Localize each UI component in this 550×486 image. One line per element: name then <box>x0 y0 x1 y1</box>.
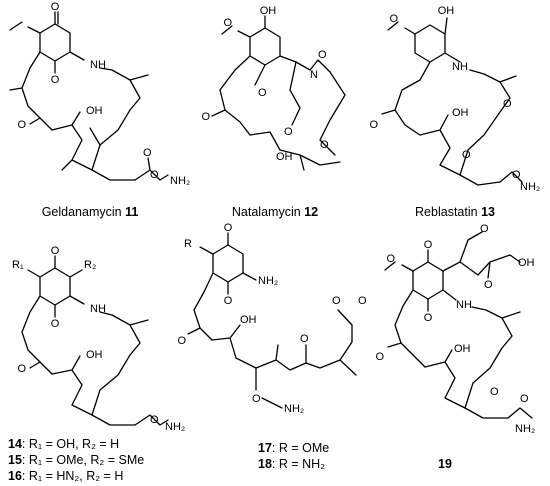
atom-label: O <box>224 222 233 234</box>
variant-text: : R = OMe <box>272 441 329 455</box>
compound-number: 11 <box>125 205 138 219</box>
atom-label: O <box>51 318 60 330</box>
atom-label: O <box>284 126 293 138</box>
structure-geldanamycin <box>9 11 169 181</box>
variant-15: 15: R₁ = OMe, R₂ = SMe <box>8 453 144 467</box>
caption-geldanamycin: Geldanamycin 11 <box>42 205 139 219</box>
atom-label: OH <box>452 107 469 119</box>
atom-label: O <box>389 13 398 25</box>
atom-label: O <box>512 169 521 181</box>
atom-label: O <box>318 49 327 61</box>
variant-text: : R₁ = HN₂, R₂ = H <box>22 469 123 483</box>
atom-label: O <box>358 295 367 307</box>
caption-reblastatin: Reblastatin 13 <box>415 205 495 219</box>
atom-label: NH₂ <box>284 403 304 415</box>
variant-text: : R₁ = OMe, R₂ = SMe <box>22 453 144 467</box>
atom-label: NH <box>452 61 468 73</box>
atom-label: OH <box>260 5 277 17</box>
atom-label: NH₂ <box>170 175 190 187</box>
structure-reblastatin <box>381 17 523 186</box>
atom-label: O <box>480 223 489 235</box>
atom-label: OH <box>276 151 293 163</box>
atom-label: O <box>462 149 471 161</box>
variant-16: 16: R₁ = HN₂, R₂ = H <box>8 469 123 483</box>
atom-label: O <box>300 333 309 345</box>
atom-label: O <box>150 169 159 181</box>
atom-label: NH₂ <box>165 421 185 433</box>
atom-label: O <box>332 295 341 307</box>
atom-label: NH₂ <box>515 423 535 435</box>
compound-name: Natalamycin <box>232 205 301 219</box>
atom-label: OH <box>86 105 103 117</box>
compound-number: 17 <box>258 441 272 455</box>
atom-label: O <box>51 245 60 257</box>
atom-label: R <box>184 238 192 250</box>
atom-label: O <box>51 1 60 13</box>
atom-label: O <box>150 414 159 426</box>
atom-label: O <box>17 119 26 131</box>
structure-14-16 <box>21 255 169 426</box>
atom-label: OH <box>240 314 257 326</box>
variant-17: 17: R = OMe <box>258 441 329 455</box>
atom-label: O <box>369 119 378 131</box>
atom-label: O <box>17 363 26 375</box>
compound-number: 12 <box>304 205 318 219</box>
atom-label: OH <box>518 257 535 269</box>
atom-label: O <box>177 335 186 347</box>
atom-label: O <box>375 351 384 363</box>
atom-label: O <box>320 139 329 151</box>
caption-natalamycin: Natalamycin 12 <box>232 205 318 219</box>
variant-text: : R₁ = OH, R₂ = H <box>22 437 119 451</box>
structure-17-18 <box>187 232 357 409</box>
variant-18: 18: R = NH₂ <box>258 457 325 471</box>
compound-name: Geldanamycin <box>42 205 122 219</box>
compound-number: 13 <box>481 205 495 219</box>
atom-label: O <box>520 393 529 405</box>
atom-label: NH <box>456 299 472 311</box>
atom-label: O <box>490 386 499 398</box>
atom-label: O <box>258 87 267 99</box>
compound-number: 18 <box>258 457 272 471</box>
atom-label: OH <box>438 5 455 17</box>
compound-name: Reblastatin <box>415 205 478 219</box>
structure-19 <box>384 231 533 419</box>
atom-label: O <box>503 98 512 110</box>
compound-number: 14 <box>8 437 22 451</box>
atom-label: O <box>424 239 433 251</box>
atom-label: NH₂ <box>520 181 540 193</box>
atom-label: R₂ <box>84 259 96 271</box>
atom-label: O <box>224 295 233 307</box>
atom-label: O <box>484 279 493 291</box>
atom-label: R₁ <box>12 259 24 271</box>
compound-number-19: 19 <box>438 457 452 471</box>
compound-number: 15 <box>8 453 22 467</box>
atom-label: OH <box>454 343 471 355</box>
atom-label: O <box>386 253 395 265</box>
atom-label: O <box>201 111 210 123</box>
atom-label: NH <box>90 59 106 71</box>
atom-label: O <box>143 147 152 159</box>
atom-label: O <box>223 17 232 29</box>
variant-text: : R = NH₂ <box>272 457 325 471</box>
atom-label: O <box>424 312 433 324</box>
structure-natalamycin <box>211 15 346 171</box>
compound-number: 16 <box>8 469 22 483</box>
atom-label: NH <box>90 303 106 315</box>
atom-label: O <box>51 74 60 86</box>
atom-label: O <box>252 393 261 405</box>
atom-label: N <box>310 69 318 81</box>
variant-14: 14: R₁ = OH, R₂ = H <box>8 437 119 451</box>
atom-label: NH₂ <box>258 275 278 287</box>
atom-label: OH <box>86 349 103 361</box>
